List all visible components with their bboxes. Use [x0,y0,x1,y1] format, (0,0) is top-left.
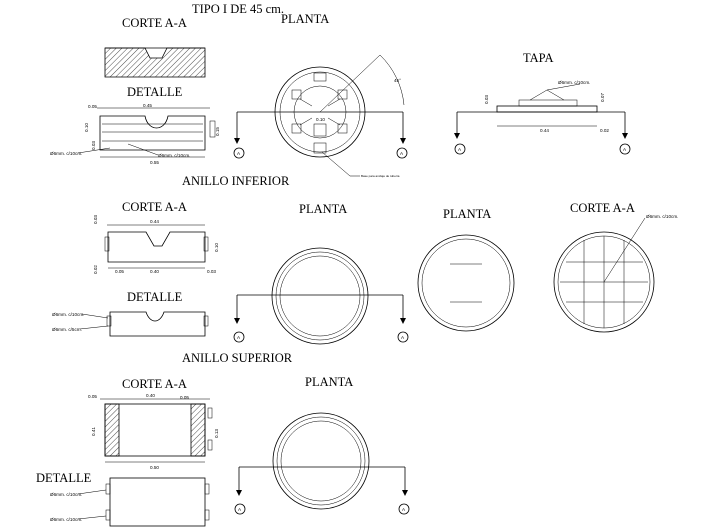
title-corte-sup: CORTE A-A [122,377,187,391]
detalle-sup-drawing: Ø6mm. c/10cm. Ø6mm. c/10cm. [50,477,210,527]
dim-corte-sup-005b: 0.05 [180,395,189,400]
title-anillo-superior: ANILLO SUPERIOR [182,351,293,365]
title-planta-inf-2: PLANTA [443,207,491,221]
title-tapa: TAPA [523,51,554,65]
marker-a-sup-left: A [238,507,242,512]
note-rebar-top-2: Ø6mm. c/10cm. [158,153,190,158]
marker-a-tapa-right: A [623,147,627,152]
marker-a-top-right: A [400,151,404,156]
corte-sup-drawing: 0.05 0.40 0.05 0.41 0.13 0.50 [88,393,219,470]
note-rebar-inf-2: Ø6mm. c/5cm. [52,327,82,332]
dim-planta-top-010: 0.10 [316,117,325,122]
note-rebar-inf-1: Ø6mm. c/10cm. [52,312,84,317]
title-detalle-inf: DETALLE [127,290,183,304]
marker-a-inf-left: A [237,335,241,340]
title-anillo-inferior: ANILLO INFERIOR [182,174,290,188]
note-rebar-top-1: Ø6mm. c/10cm. [50,151,82,156]
marker-a-inf-right: A [401,335,405,340]
dim-tapa-003: 0.03 [484,95,489,104]
dim-tapa-044: 0.44 [540,128,549,133]
title-detalle-sup: DETALLE [36,471,92,485]
dim-angle: 45° [394,78,401,83]
dim-tapa-007: 0.07 [600,93,605,102]
dim-corte-sup-040: 0.40 [146,393,155,398]
dim-corte-sup-013: 0.13 [214,429,219,438]
dim-detalle-top-010: 0.10 [84,123,89,132]
dim-corte-sup-041: 0.41 [91,427,96,436]
title-planta-top: PLANTA [281,12,329,26]
marker-a-tapa-left: A [458,147,462,152]
dim-corte-inf-044: 0.44 [150,219,159,224]
dim-corte-sup-050: 0.50 [150,465,159,470]
title-planta-sup: PLANTA [305,375,353,389]
title-tipo: TIPO I DE 45 cm. [192,2,284,16]
planta-inf-drawing: A A [233,247,409,345]
tapa-drawing: Ø6mm. c/10cm. A A 0.03 0.07 0.44 0.02 [454,80,631,155]
planta-sup-drawing: A A [234,412,410,515]
dim-corte-inf-002: 0.02 [93,265,98,274]
dim-detalle-top-045: 0.45 [143,103,152,108]
dim-corte-inf-003: 0.03 [93,215,98,224]
note-rebar-tapa: Ø6mm. c/10cm. [558,80,590,85]
dim-detalle-top-005: 0.05 [88,104,97,109]
note-rebar-sup-1: Ø6mm. c/10cm. [50,492,82,497]
planta-inf-2-drawing [417,234,515,332]
dim-detalle-top-003: 0.03 [91,141,96,150]
corte-top-section [104,47,206,78]
marker-a-top-left: A [237,151,241,156]
note-base: Base para anclaje de tubería [361,174,400,178]
dim-corte-inf-003b: 0.03 [207,269,216,274]
dim-detalle-top-015: 0.15 [215,127,220,136]
title-detalle-top: DETALLE [127,85,183,99]
detalle-top-drawing: 0.05 0.45 0.15 0.10 0.03 0.55 Ø6mm. c/10… [50,103,220,165]
title-planta-inf: PLANTA [299,202,347,216]
dim-corte-sup-005: 0.05 [88,394,97,399]
detalle-inf-drawing: Ø6mm. c/10cm. Ø6mm. c/5cm. [52,311,209,337]
note-rebar-sup-2: Ø6mm. c/10cm. [50,517,82,522]
dim-corte-inf-040: 0.40 [150,269,159,274]
corte-inf-2-drawing: Ø6mm. c/10cm. [553,214,678,333]
dim-corte-inf-005: 0.05 [115,269,124,274]
note-rebar-corte-inf-2: Ø6mm. c/10cm. [646,214,678,219]
title-corte-top: CORTE A-A [122,16,187,30]
title-corte-inf: CORTE A-A [122,200,187,214]
dim-corte-inf-010: 0.10 [214,243,219,252]
dim-detalle-top-055: 0.55 [150,160,159,165]
marker-a-sup-right: A [402,507,406,512]
corte-inf-drawing: 0.44 0.03 0.10 0.02 0.05 0.40 0.03 [93,215,219,274]
dim-tapa-002: 0.02 [600,128,609,133]
title-corte-inf-2: CORTE A-A [570,201,635,215]
planta-top-drawing: 0.10 A A 45° Base para anclaje de tuberí… [233,54,408,178]
